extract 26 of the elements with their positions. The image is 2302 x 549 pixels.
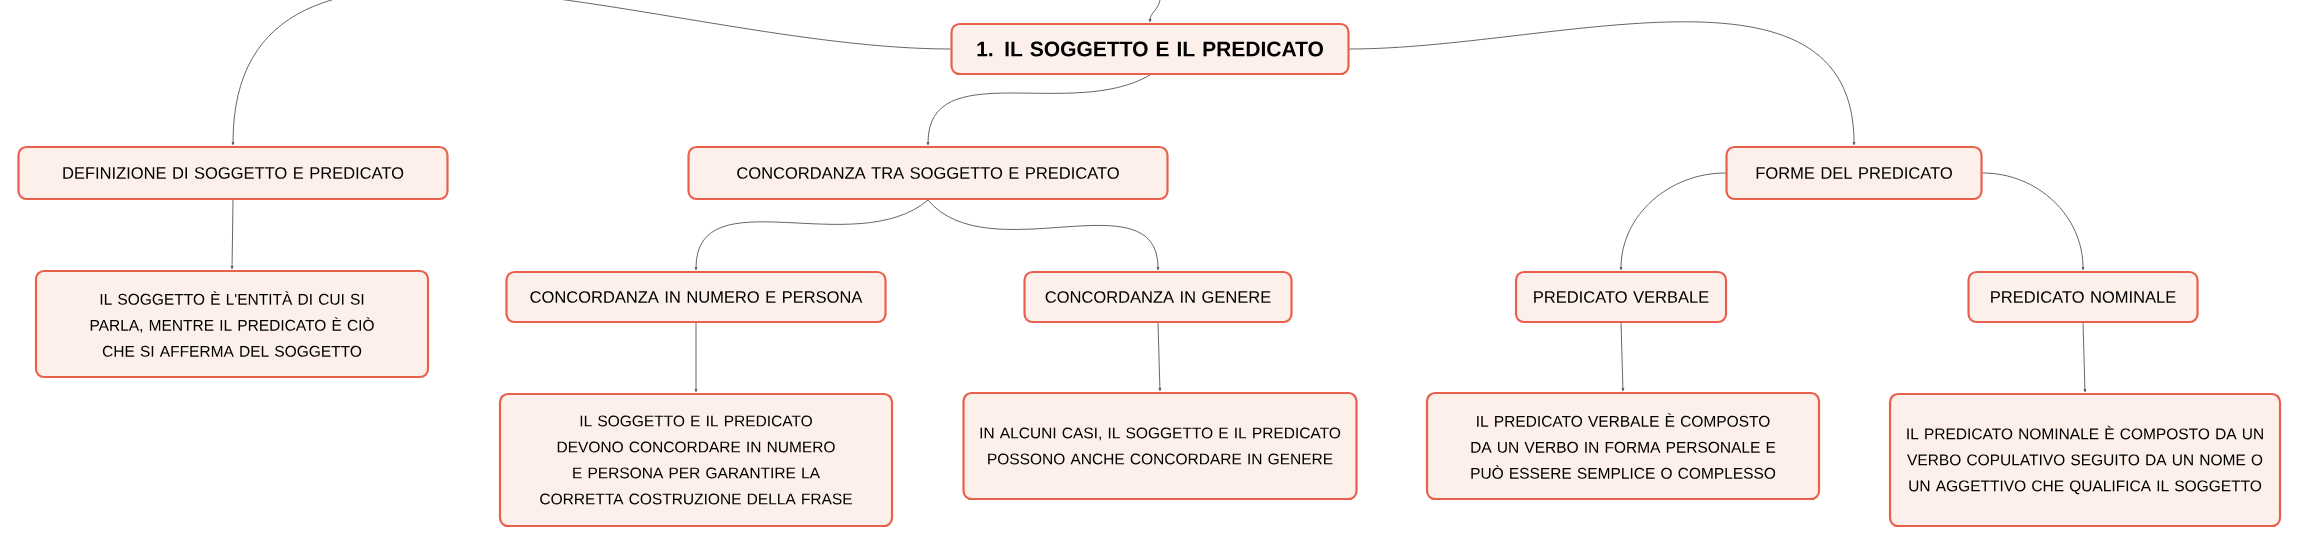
connector-arrow xyxy=(231,0,951,146)
connector-arrow xyxy=(1157,322,1162,392)
description-box: IL SOGGETTO E IL PREDICATO DEVONO CONCORDARE IN NUMERO E PERSONA PER GARANTIRE LA CORRETTA COSTRUZIONE DELLA FRASE xyxy=(498,392,894,528)
description-box: IL SOGGETTO È L'ENTITÀ DI CUI SI PARLA, MENTRE IL PREDICATO È CIÒ CHE SI AFFERMA DEL SOGGETTO xyxy=(34,269,430,379)
description-box: IN ALCUNI CASI, IL SOGGETTO E IL PREDICATO POSSONO ANCHE CONCORDARE IN GENERE xyxy=(962,391,1358,501)
topic-box: DEFINIZIONE DI SOGGETTO E PREDICATO xyxy=(17,145,449,201)
connector-arrow xyxy=(694,322,698,393)
connector-arrow xyxy=(1349,21,1856,146)
connector-arrow xyxy=(1620,322,1625,392)
topic-box: PREDICATO VERBALE xyxy=(1514,270,1728,324)
topic-box: CONCORDANZA IN GENERE xyxy=(1023,270,1293,324)
topic-box: FORME DEL PREDICATO xyxy=(1725,145,1983,201)
central-topic-box: 1. IL SOGGETTO E IL PREDICATO xyxy=(950,22,1350,76)
connector-arrow xyxy=(1619,172,1726,271)
connector-arrow xyxy=(694,199,929,271)
connector-arrow xyxy=(926,74,1151,146)
connector-arrow xyxy=(927,199,1160,271)
connector-arrow xyxy=(1982,172,2085,271)
topic-box: CONCORDANZA TRA SOGGETTO E PREDICATO xyxy=(687,145,1169,201)
topic-box: CONCORDANZA IN NUMERO E PERSONA xyxy=(505,270,887,324)
topic-box: PREDICATO NOMINALE xyxy=(1967,270,2199,324)
connector-arrow xyxy=(1148,0,1161,23)
connector-arrow xyxy=(2082,322,2087,393)
description-box: IL PREDICATO NOMINALE È COMPOSTO DA UN VERBO COPULATIVO SEGUITO DA UN NOME O UN AGGETTIVO CHE QUALIFICA IL SOGGETTO xyxy=(1888,392,2282,528)
connector-arrow xyxy=(230,199,234,270)
description-box: IL PREDICATO VERBALE È COMPOSTO DA UN VERBO IN FORMA PERSONALE E PUÒ ESSERE SEMPLICE O COMPLESSO xyxy=(1425,391,1821,501)
